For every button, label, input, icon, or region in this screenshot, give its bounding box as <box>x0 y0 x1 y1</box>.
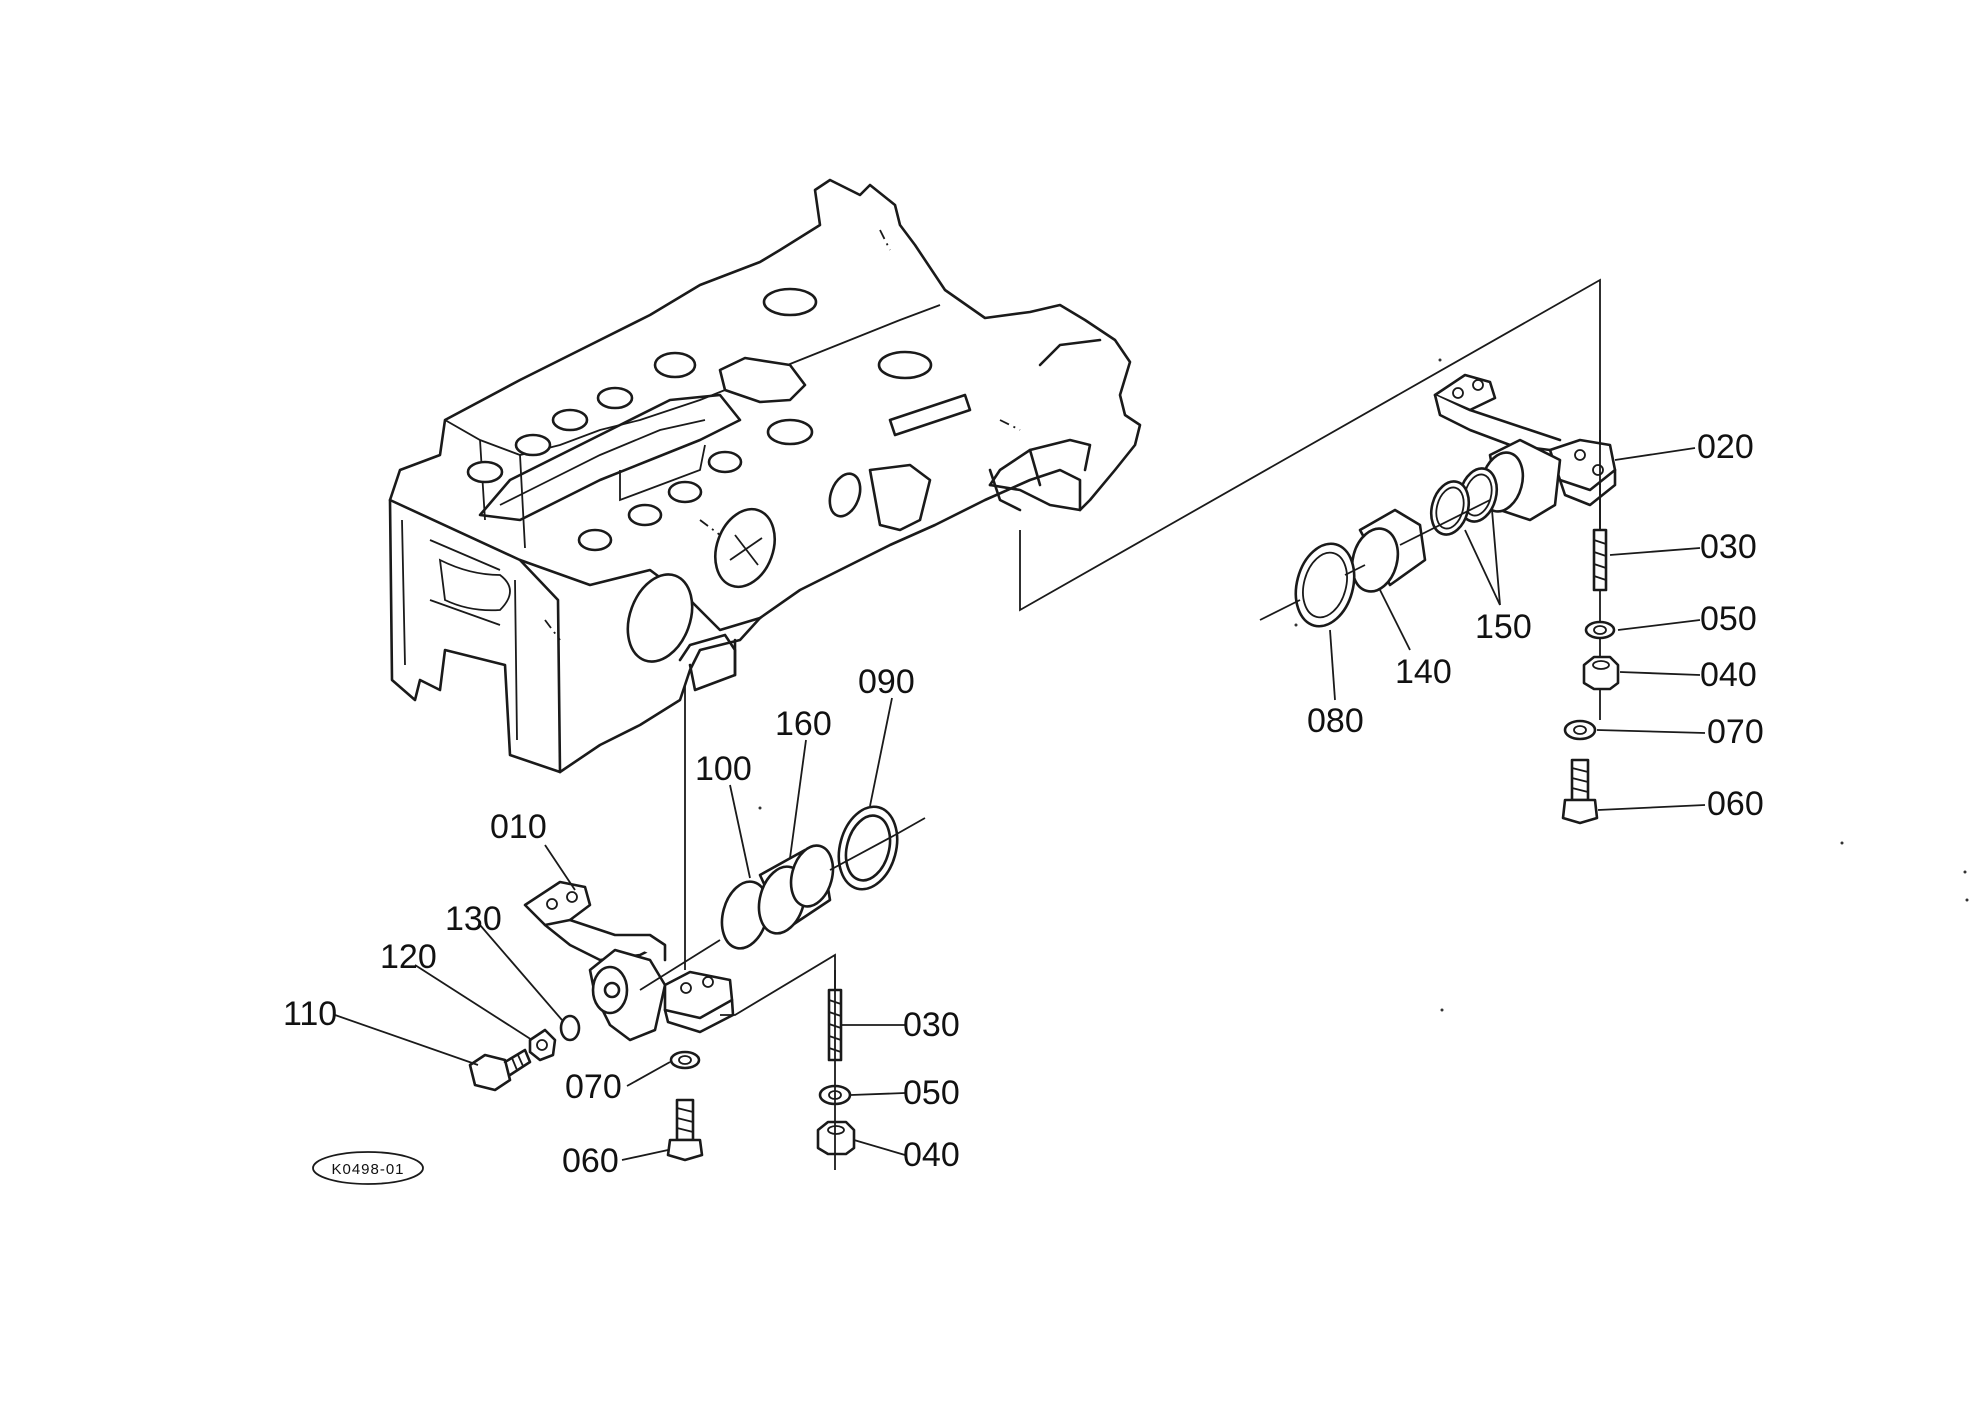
callout-040-left: 040 <box>903 1136 960 1174</box>
callout-130: 130 <box>445 900 502 938</box>
callout-040-right: 040 <box>1700 656 1757 694</box>
callout-050-left: 050 <box>903 1074 960 1112</box>
scan-specks <box>758 358 1969 1012</box>
callout-160: 160 <box>775 705 832 743</box>
left-hinge-assembly <box>468 805 926 1170</box>
callout-070-left: 070 <box>565 1068 622 1106</box>
callout-120: 120 <box>380 938 437 976</box>
callout-070-right: 070 <box>1707 713 1764 751</box>
callout-150: 150 <box>1475 608 1532 646</box>
callout-020: 020 <box>1697 428 1754 466</box>
callout-100: 100 <box>695 750 752 788</box>
drawing-code-badge: K0498-01 <box>312 1151 424 1185</box>
callout-090: 090 <box>858 663 915 701</box>
callout-030-left: 030 <box>903 1006 960 1044</box>
callout-110: 110 <box>283 995 337 1033</box>
callout-030-right: 030 <box>1700 528 1757 566</box>
callout-140: 140 <box>1395 653 1452 691</box>
callout-060-left: 060 <box>562 1142 619 1180</box>
callout-010: 010 <box>490 808 547 846</box>
callout-080: 080 <box>1307 702 1364 740</box>
drawing-code: K0498-01 <box>331 1161 404 1178</box>
callout-labels: 010 020 030 050 040 070 060 080 140 150 … <box>283 428 1764 1180</box>
callout-leaders <box>334 447 1706 1161</box>
callout-060-right: 060 <box>1707 785 1764 823</box>
callout-050-right: 050 <box>1700 600 1757 638</box>
transmission-case-drawing <box>388 178 1142 774</box>
right-hinge-assembly <box>1259 373 1620 825</box>
